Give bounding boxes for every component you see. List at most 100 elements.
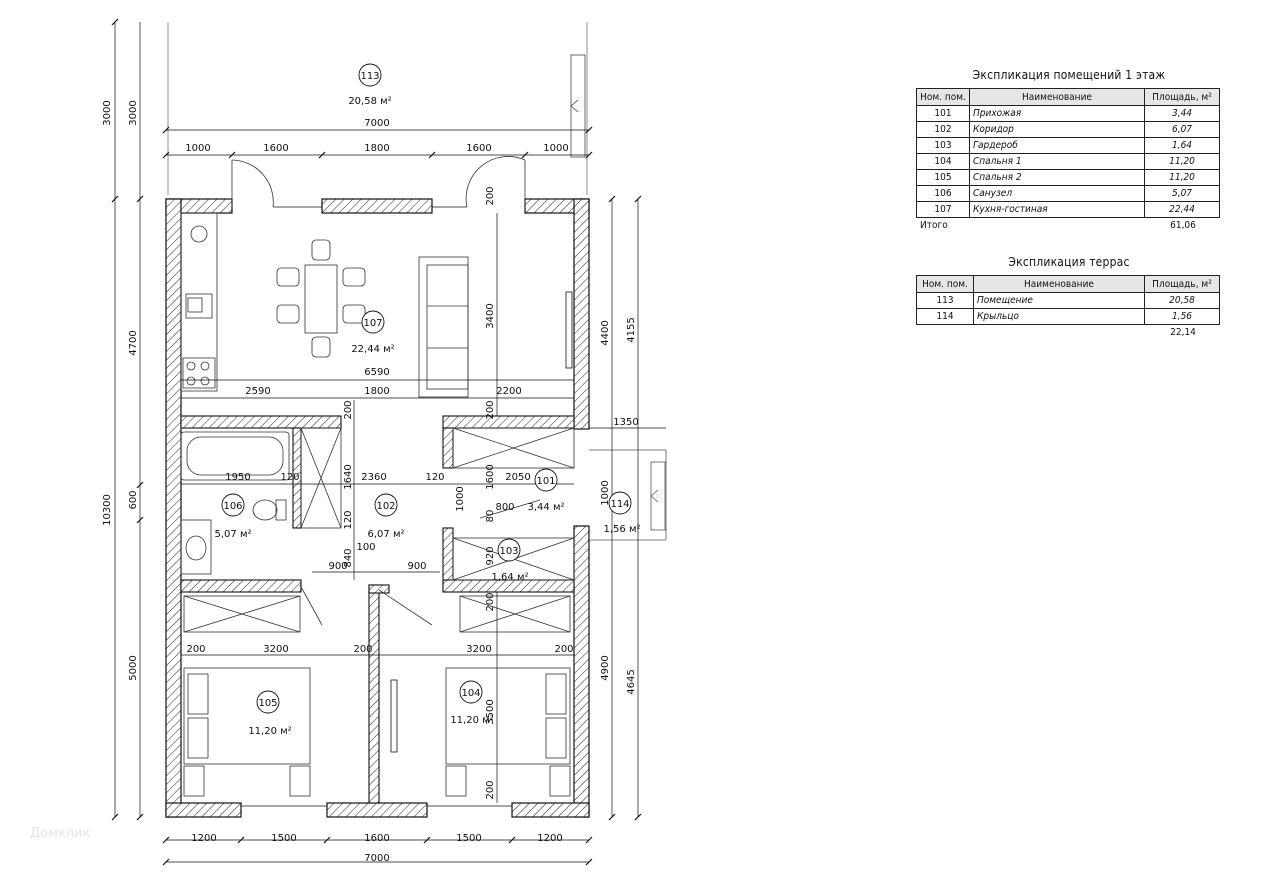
cell-num: 102 [916, 121, 970, 138]
dim-right-outer-1: 4155 [626, 317, 637, 342]
room-103-area: 1,64 м² [492, 572, 529, 583]
dim-porch: 1350 [613, 417, 638, 428]
dim-200-f: 200 [554, 644, 573, 655]
col-area: Площадь, м² [1144, 88, 1220, 106]
watermark: Домклик [30, 826, 91, 841]
terraces-table-title: Экспликация террас [1008, 255, 1130, 269]
exterior-walls [165, 198, 590, 818]
cell-area: 6,07 [1144, 121, 1220, 138]
dim-top-seg-4: 1600 [466, 143, 491, 154]
dim-row-2590: 2590 [245, 386, 270, 397]
col-num: Ном. пом. [916, 275, 974, 293]
dimension-lines [114, 22, 666, 863]
dim-bottom-total: 7000 [364, 853, 389, 864]
room-113-number: 113 [360, 71, 379, 82]
floor-plan: 113 20,58 м² 107 22,44 м² 106 5,07 м² 10… [102, 18, 667, 866]
dim-120-c: 120 [343, 510, 354, 529]
cell-area: 11,20 [1144, 169, 1220, 186]
dim-top-total: 7000 [364, 118, 389, 129]
dim-bottom-seg-3: 1600 [364, 833, 389, 844]
cell-name: Спальня 1 [969, 153, 1145, 170]
room-114-number: 114 [610, 499, 629, 510]
rooms-total: Итого 61,06 [916, 220, 1220, 231]
room-114-area: 1,56 м² [604, 524, 641, 535]
room-106-number: 106 [223, 501, 242, 512]
dim-100: 100 [356, 542, 375, 553]
dim-840: 840 [343, 548, 354, 567]
room-107-number: 107 [363, 318, 382, 329]
dim-top-seg-5: 1000 [543, 143, 568, 154]
dim-1640: 1640 [343, 464, 354, 489]
dim-1000-a: 1000 [455, 486, 466, 511]
col-name: Наименование [973, 275, 1145, 293]
cell-num: 114 [916, 308, 974, 325]
cell-name: Крыльцо [973, 308, 1145, 325]
col-name: Наименование [969, 88, 1145, 106]
room-104-area: 11,20 м² [450, 715, 493, 726]
dim-bottom-seg-2: 1500 [271, 833, 296, 844]
dim-900-b: 900 [407, 561, 426, 572]
cell-area: 11,20 [1144, 153, 1220, 170]
dim-200-b: 200 [485, 400, 496, 419]
dim-left-inner-3: 5000 [128, 655, 139, 680]
dim-200-e: 200 [353, 644, 372, 655]
cell-name: Помещение [973, 292, 1145, 309]
dim-left-terrace-1: 3000 [102, 100, 113, 125]
rooms-table-header: Ном. пом. Наименование Площадь, м² [916, 88, 1220, 106]
dim-200-top: 200 [485, 186, 496, 205]
dim-2050: 2050 [505, 472, 530, 483]
room-105-area: 11,20 м² [248, 726, 291, 737]
terrace-113 [167, 22, 588, 195]
dim-bottom-seg-4: 1500 [456, 833, 481, 844]
beds [183, 667, 571, 797]
cell-area: 5,07 [1144, 185, 1220, 202]
total-value: 22,14 [1170, 327, 1196, 338]
dim-left-terrace-2: 3000 [128, 100, 139, 125]
dim-row-1800: 1800 [364, 386, 389, 397]
dining-set [276, 239, 366, 358]
dim-800: 800 [495, 502, 514, 513]
cell-num: 106 [916, 185, 970, 202]
dim-row-2200: 2200 [496, 386, 521, 397]
cell-name: Коридор [969, 121, 1145, 138]
terraces-total: 22,14 [916, 327, 1220, 338]
interior-walls [180, 415, 575, 804]
dim-top-seg-3: 1800 [364, 143, 389, 154]
cell-area: 1,56 [1144, 308, 1220, 325]
dim-left-outer: 10300 [102, 494, 113, 526]
room-107-area: 22,44 м² [351, 344, 394, 355]
dim-left-inner-2: 600 [128, 490, 139, 509]
cell-num: 104 [916, 153, 970, 170]
cell-num: 105 [916, 169, 970, 186]
dim-top-seg-1: 1000 [185, 143, 210, 154]
room-104-number: 104 [461, 688, 480, 699]
dim-3200-a: 3200 [263, 644, 288, 655]
cell-name: Санузел [969, 185, 1145, 202]
dim-1950: 1950 [225, 472, 250, 483]
terraces-table-header: Ном. пом. Наименование Площадь, м² [916, 275, 1220, 293]
dim-200-g: 200 [485, 780, 496, 799]
room-102-number: 102 [376, 501, 395, 512]
kitchen-counter [180, 212, 218, 392]
dim-3500: 3500 [485, 699, 496, 724]
room-101-number: 101 [536, 476, 555, 487]
sofa [418, 256, 469, 398]
dim-200-c: 200 [485, 592, 496, 611]
dim-bottom-seg-5: 1200 [537, 833, 562, 844]
dim-120-b: 120 [425, 472, 444, 483]
dim-right-inner-1: 4400 [600, 320, 611, 345]
dim-right-inner-2: 4900 [600, 655, 611, 680]
cell-area: 3,44 [1144, 105, 1220, 122]
cell-name: Спальня 2 [969, 169, 1145, 186]
cell-num: 101 [916, 105, 970, 122]
dim-200-d: 200 [186, 644, 205, 655]
dim-3400: 3400 [485, 303, 496, 328]
cell-num: 113 [916, 292, 974, 309]
